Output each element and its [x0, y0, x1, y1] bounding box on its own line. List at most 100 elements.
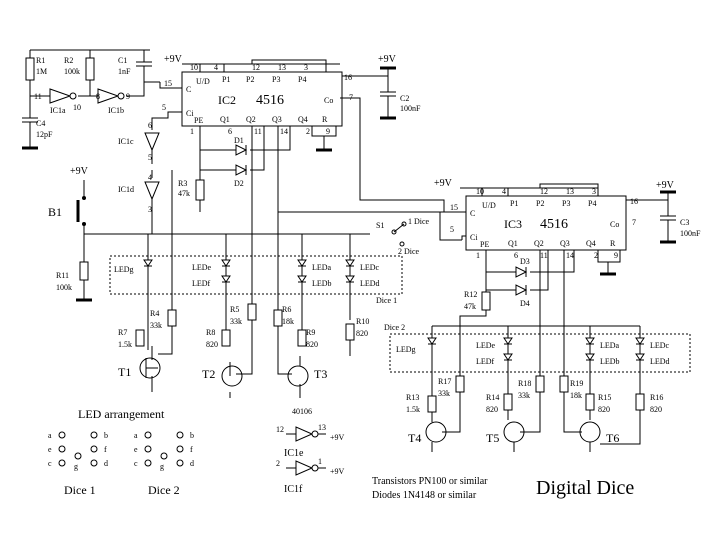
- r4-resistor: [167, 309, 177, 327]
- ic3-pin15: 15: [450, 203, 458, 212]
- ic2-p4: P4: [298, 75, 306, 84]
- r3-value: 47k: [178, 189, 190, 198]
- r15-value: 820: [598, 405, 610, 414]
- r19-label: R19: [570, 379, 583, 388]
- ic1b-gate: [97, 88, 120, 104]
- spare-gates: 40106 12 13 +9V IC1e 2 1 +9V IC1f: [276, 407, 345, 495]
- ic2-pin2: 2: [306, 127, 310, 136]
- c4-label: C4: [36, 119, 45, 128]
- ic2-p2: P2: [246, 75, 254, 84]
- legend2-b: b: [190, 431, 194, 440]
- r7-value: 1.5k: [118, 340, 132, 349]
- legend-dice2: Dice 2: [148, 483, 180, 497]
- ic1e-out: 13: [318, 423, 326, 432]
- d2-led-a: LEDa: [600, 341, 620, 350]
- ic2-vcc-label: +9V: [164, 54, 183, 65]
- ic3-ci: Ci: [470, 233, 478, 242]
- legend1-f: f: [104, 445, 107, 454]
- ic2-vcc-right: +9V: [378, 54, 397, 65]
- d1-led-c: LEDc: [360, 263, 380, 272]
- ic3-vcc-label: +9V: [434, 178, 453, 189]
- r18-resistor: [535, 375, 545, 393]
- ic1e-vcc: +9V: [330, 433, 345, 442]
- ic3-q4: Q4: [586, 239, 596, 248]
- led-arrangement: LED arrangement a e c g b f d Dice 1 a e…: [48, 407, 194, 497]
- r8-value: 820: [206, 340, 218, 349]
- legend1-c: c: [48, 459, 52, 468]
- ic2-r: R: [322, 115, 328, 124]
- dice1-frame: [109, 255, 403, 295]
- d1-led-a: LEDa: [312, 263, 332, 272]
- ic1d-out: 3: [148, 205, 152, 214]
- r16-value: 820: [650, 405, 662, 414]
- ic1e-in: 12: [276, 425, 284, 434]
- legend2-f: f: [190, 445, 193, 454]
- d2: [235, 164, 248, 176]
- r1-resistor: [25, 57, 35, 81]
- legend1-g: g: [74, 462, 78, 471]
- ic2-pin10: 10: [190, 63, 198, 72]
- c2-value: 100nF: [400, 104, 421, 113]
- r9-label: R9: [306, 328, 315, 337]
- ic3-p4: P4: [588, 199, 596, 208]
- r13-resistor: [427, 395, 437, 413]
- b1-label: B1: [48, 205, 62, 219]
- d2-led-e: LEDe: [476, 341, 496, 350]
- ic1c-gate: [144, 132, 160, 152]
- r16-resistor: [635, 393, 645, 411]
- ic3-pin7: 7: [632, 218, 636, 227]
- ic1c-label: IC1c: [118, 137, 134, 146]
- r6-label: R6: [282, 305, 291, 314]
- ic3-q3: Q3: [560, 239, 570, 248]
- chip-40106: 40106: [292, 407, 312, 416]
- ic3-q1: Q1: [508, 239, 518, 248]
- ic2-q3: Q3: [272, 115, 282, 124]
- ic3-ud: U/D: [482, 201, 496, 210]
- r18-label: R18: [518, 379, 531, 388]
- legend2-g: g: [160, 462, 164, 471]
- r14-label: R14: [486, 393, 499, 402]
- ic3-pin10: 10: [476, 187, 484, 196]
- d1-led-g: LEDg: [114, 265, 134, 274]
- ic1c-out: 5: [148, 153, 152, 162]
- ic2-pin4: 4: [214, 63, 218, 72]
- d1-led-f: LEDf: [192, 279, 211, 288]
- ic3-part: 4516: [540, 217, 568, 232]
- r8-resistor: [221, 329, 231, 347]
- d2-led-c: LEDc: [650, 341, 670, 350]
- ic2-q4: Q4: [298, 115, 308, 124]
- ic3-p2: P2: [536, 199, 544, 208]
- r2-value: 100k: [64, 67, 80, 76]
- ic3-pin11: 11: [540, 251, 548, 260]
- ic3-pin1: 1: [476, 251, 480, 260]
- ic3-pin2: 2: [594, 251, 598, 260]
- r17-label: R17: [438, 377, 451, 386]
- b1-vcc: +9V: [70, 166, 89, 177]
- r17-resistor: [455, 375, 465, 393]
- s1-label: S1: [376, 221, 384, 230]
- r13-label: R13: [406, 393, 419, 402]
- r11-value: 100k: [56, 283, 72, 292]
- ic3-q2: Q2: [534, 239, 544, 248]
- legend2-e: e: [134, 445, 138, 454]
- ic1b-out: 9: [126, 92, 130, 101]
- r5-value: 33k: [230, 317, 242, 326]
- t1-label: T1: [118, 365, 131, 379]
- r12-label: R12: [464, 290, 477, 299]
- d2-led-d: LEDd: [650, 357, 670, 366]
- d1-label: D1: [234, 136, 244, 145]
- legend2-a: a: [134, 431, 138, 440]
- ic1d-gate: [144, 181, 160, 201]
- ic2-pin16: 16: [344, 73, 352, 82]
- d1-led-b: LEDb: [312, 279, 332, 288]
- r8-label: R8: [206, 328, 215, 337]
- r2-label: R2: [64, 56, 73, 65]
- ic2-pin11: 11: [254, 127, 262, 136]
- r14-resistor: [503, 393, 513, 411]
- r15-resistor: [585, 393, 595, 411]
- gates-c-d: 5 6 IC1c 5 4 IC1d 3 D1 D2 R3 47k: [118, 103, 291, 230]
- ic2-pin6: 6: [228, 127, 232, 136]
- oscillator: R1 1M R2 100k C1 1nF 11 10 IC1a 8 9 IC1b…: [22, 49, 185, 150]
- r13-value: 1.5k: [406, 405, 420, 414]
- r7-label: R7: [118, 328, 127, 337]
